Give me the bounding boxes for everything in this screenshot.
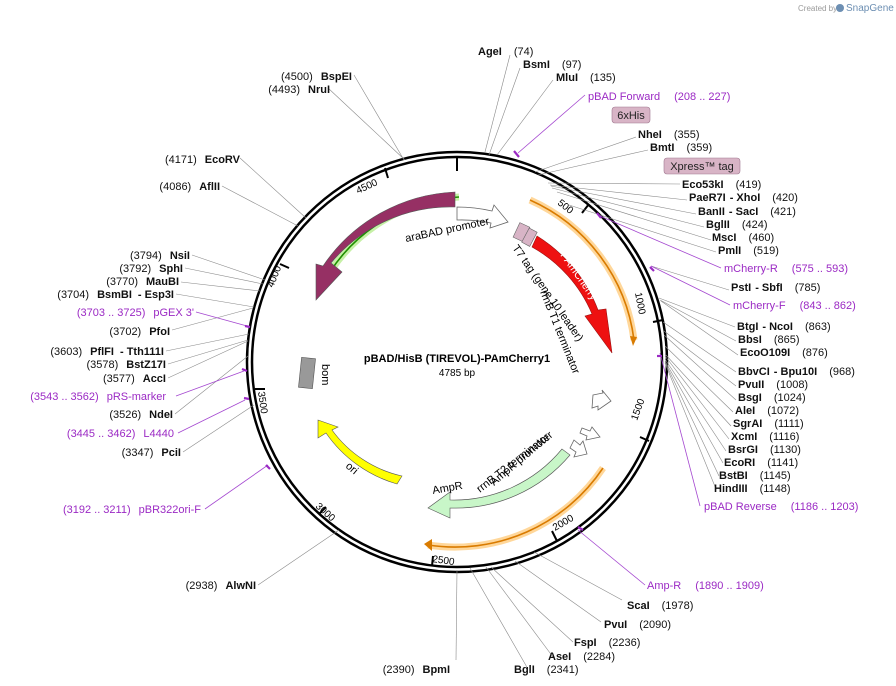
orange-arrowhead-2 [424, 539, 432, 551]
primer-l4440[interactable]: (3445 .. 3462)L4440 [67, 428, 174, 440]
site-hindiii[interactable]: HindIII(1148) [714, 483, 791, 495]
site-pvui[interactable]: PvuI(2090) [604, 619, 671, 631]
site-acci[interactable]: (3577)AccI [103, 373, 166, 385]
site-eco53ki[interactable]: Eco53kI(419) [682, 179, 761, 191]
primer-pbad-forward[interactable]: pBAD Forward(208 .. 227) [588, 91, 730, 103]
site-bsmi[interactable]: BsmI(97) [523, 59, 581, 71]
ruler-4500: 4500 [355, 177, 380, 197]
ampr-promoter-label: AmpR promoter [488, 429, 555, 488]
xpress-tag-feature[interactable] [521, 227, 538, 247]
site-bmti[interactable]: BmtI(359) [650, 142, 712, 154]
site-pmli[interactable]: PmlI(519) [718, 245, 779, 257]
ampr-feature[interactable] [427, 448, 571, 519]
site-bspei[interactable]: (4500)BspEI [281, 71, 352, 83]
site-pvuii[interactable]: PvuII(1008) [738, 379, 808, 391]
xpress-tag-label: Xpress™ tag [670, 161, 734, 173]
bom-feature[interactable] [298, 357, 316, 389]
site-bsrgi[interactable]: BsrGI(1130) [728, 444, 801, 456]
rrnb-t2-terminator-feature[interactable] [579, 426, 601, 441]
site-ecori[interactable]: EcoRI(1141) [724, 457, 798, 469]
bom-label: bom [319, 364, 331, 385]
credit-brand: SnapGene [846, 3, 894, 14]
ruler-1000: 1000 [632, 291, 647, 315]
site-bgli[interactable]: BglI(2341) [514, 664, 579, 676]
ruler-1500: 1500 [629, 397, 647, 422]
site-agei[interactable]: AgeI(74) [478, 46, 533, 58]
site-pflfi[interactable]: (3603)PflFI- Tth111I [50, 346, 164, 358]
site-maubi[interactable]: (3770)MauBI [106, 276, 179, 288]
site-labels-right: AgeI(74) BsmI(97) MluI(135) NheI(355) Bm… [478, 46, 855, 676]
site-bsmbi[interactable]: (3704)BsmBI- Esp3I [57, 289, 174, 301]
site-nrui[interactable]: (4493)NruI [268, 84, 330, 96]
primer-markers [241, 150, 662, 531]
primer-mcherry-r[interactable]: mCherry-R(575 .. 593) [724, 263, 848, 275]
site-bglii[interactable]: BglII(424) [706, 219, 768, 231]
primer-pbr322ori-f[interactable]: (3192 .. 3211)pBR322ori-F [63, 504, 201, 516]
site-btgi[interactable]: BtgI- NcoI(863) [737, 321, 831, 333]
site-bsgi[interactable]: BsgI(1024) [738, 392, 806, 404]
site-banii[interactable]: BanII- SacI(421) [698, 206, 796, 218]
site-mlui[interactable]: MluI(135) [556, 72, 616, 84]
ruler-2500: 2500 [432, 554, 456, 568]
site-nhei[interactable]: NheI(355) [638, 129, 700, 141]
site-psti[interactable]: PstI- SbfI(785) [731, 282, 820, 294]
site-sgrai[interactable]: SgrAI(1111) [733, 418, 804, 430]
site-nsii[interactable]: (3794)NsiI [130, 250, 190, 262]
pamcherry-feature[interactable] [531, 235, 613, 354]
arac-label: araC [365, 234, 391, 258]
primer-labels: pBAD Forward(208 .. 227) mCherry-R(575 .… [30, 91, 858, 592]
site-alei[interactable]: AleI(1072) [735, 405, 799, 417]
primer-leaders [175, 94, 731, 586]
ori-feature[interactable] [317, 419, 403, 485]
site-fspi[interactable]: FspI(2236) [574, 637, 640, 649]
orange-arrowhead-1 [630, 336, 637, 346]
snapgene-logo-icon [836, 4, 844, 12]
site-bbvci[interactable]: BbvCI- Bpu10I(968) [738, 366, 855, 378]
site-ecorv[interactable]: (4171)EcoRV [165, 154, 241, 166]
his-tag-label: 6xHis [617, 110, 645, 122]
site-leaders [165, 54, 739, 670]
site-bpmi[interactable]: (2390)BpmI [383, 664, 450, 676]
site-ndei[interactable]: (3526)NdeI [109, 409, 173, 421]
site-scai[interactable]: ScaI(1978) [627, 600, 693, 612]
plasmid-name: pBAD/HisB (TIREVOL)-PAmCherry1 [364, 353, 550, 365]
site-bbsi[interactable]: BbsI(865) [738, 334, 800, 346]
credit-text: Created by [798, 4, 837, 13]
primer-amp-r[interactable]: Amp-R(1890 .. 1909) [647, 580, 764, 592]
site-pfoi[interactable]: (3702)PfoI [109, 326, 170, 338]
primer-pgex-3[interactable]: (3703 .. 3725)pGEX 3' [77, 307, 194, 319]
primer-prs-marker[interactable]: (3543 .. 3562)pRS-marker [30, 391, 166, 403]
plasmid-size: 4785 bp [439, 368, 476, 379]
primer-pbad-reverse[interactable]: pBAD Reverse(1186 .. 1203) [704, 501, 858, 513]
site-asei[interactable]: AseI(2284) [548, 651, 615, 663]
site-bstz17i[interactable]: (3578)BstZ17I [86, 359, 166, 371]
ampr-label: AmpR [431, 480, 463, 497]
ruler-3500: 3500 [255, 391, 269, 415]
ruler-ticks [255, 157, 664, 567]
site-sphi[interactable]: (3792)SphI [119, 263, 183, 275]
site-alwni[interactable]: (2938)AlwNI [186, 580, 256, 592]
site-bstbi[interactable]: BstBI(1145) [719, 470, 791, 482]
arac-feature[interactable] [315, 191, 456, 301]
site-msci[interactable]: MscI(460) [712, 232, 774, 244]
site-xcmi[interactable]: XcmI(1116) [731, 431, 799, 443]
site-aflii[interactable]: (4086)AflII [159, 181, 220, 193]
arabad-label: araBAD promoter [404, 215, 491, 245]
xpress-tag-box[interactable] [663, 157, 741, 175]
primer-mcherry-f[interactable]: mCherry-F(843 .. 862) [733, 300, 856, 312]
arabad-promoter-feature[interactable] [456, 204, 509, 229]
site-pcii[interactable]: (3347)PciI [122, 447, 181, 459]
ampr-promoter-feature[interactable] [569, 439, 588, 458]
pamcherry-label: PAmCherry [558, 250, 600, 303]
his-tag-box[interactable] [611, 106, 651, 124]
rrnb-t1-terminator-feature[interactable] [591, 389, 612, 411]
site-labels-left: (4500)BspEI (4493)NruI (4171)EcoRV (4086… [50, 71, 450, 676]
site-ecoo109i[interactable]: EcoO109I(876) [740, 347, 828, 359]
site-paer7i[interactable]: PaeR7I- XhoI(420) [689, 192, 798, 204]
